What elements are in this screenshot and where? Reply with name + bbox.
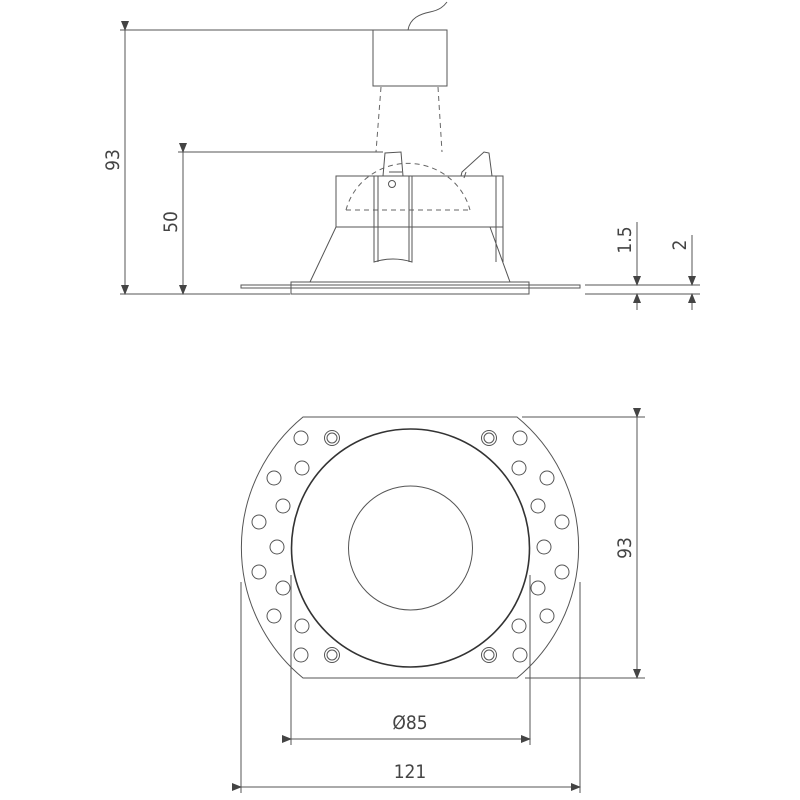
vent-hole bbox=[269, 539, 285, 555]
screw-hole bbox=[481, 647, 497, 663]
vent-hole bbox=[554, 564, 570, 580]
lamp-dome-hidden bbox=[345, 162, 471, 211]
screw-hole-inner bbox=[483, 432, 495, 444]
dim-flange-2: 2 bbox=[669, 240, 691, 251]
mounting-holes bbox=[251, 430, 570, 663]
flange-ring bbox=[290, 281, 530, 295]
screw-hole-inner bbox=[326, 649, 338, 661]
vent-hole bbox=[294, 618, 310, 634]
vent-hole bbox=[266, 608, 282, 624]
spring-clip-right bbox=[460, 151, 493, 179]
vent-hole bbox=[251, 564, 267, 580]
vent-hole bbox=[539, 470, 555, 486]
vent-hole bbox=[294, 460, 310, 476]
trim-ring bbox=[290, 428, 531, 668]
dim-height: 93 bbox=[614, 537, 636, 559]
flange-plate bbox=[240, 284, 581, 289]
vent-hole bbox=[530, 498, 546, 514]
spring-clip-left bbox=[373, 176, 413, 263]
vent-hole bbox=[293, 430, 309, 446]
vent-hole bbox=[275, 498, 291, 514]
dim-width: 121 bbox=[394, 761, 427, 783]
side-view: 93 50 1.5 2 bbox=[102, 1, 700, 310]
dim-flange-1-5: 1.5 bbox=[614, 226, 636, 253]
vent-hole bbox=[536, 539, 552, 555]
vent-hole bbox=[539, 608, 555, 624]
screw-hole bbox=[481, 430, 497, 446]
dim-total-height: 93 bbox=[102, 149, 124, 171]
vent-hole bbox=[275, 580, 291, 596]
vent-hole bbox=[511, 460, 527, 476]
dim-body-height: 50 bbox=[160, 211, 182, 233]
outer-flange bbox=[240, 416, 580, 679]
vent-hole bbox=[511, 618, 527, 634]
vent-hole bbox=[530, 580, 546, 596]
top-view: Ø85 121 93 bbox=[232, 408, 645, 793]
vent-hole bbox=[554, 514, 570, 530]
vent-hole bbox=[512, 430, 528, 446]
vent-hole bbox=[251, 514, 267, 530]
driver-box bbox=[372, 29, 448, 87]
screw-hole bbox=[324, 647, 340, 663]
dim-ring-diameter: Ø85 bbox=[392, 712, 427, 734]
light-aperture bbox=[348, 485, 473, 611]
vent-hole bbox=[512, 647, 528, 663]
screw-hole-inner bbox=[483, 649, 495, 661]
vent-hole bbox=[266, 470, 282, 486]
screw-hole-inner bbox=[326, 432, 338, 444]
wire bbox=[407, 1, 448, 31]
screw-hole bbox=[324, 430, 340, 446]
vent-hole bbox=[293, 647, 309, 663]
